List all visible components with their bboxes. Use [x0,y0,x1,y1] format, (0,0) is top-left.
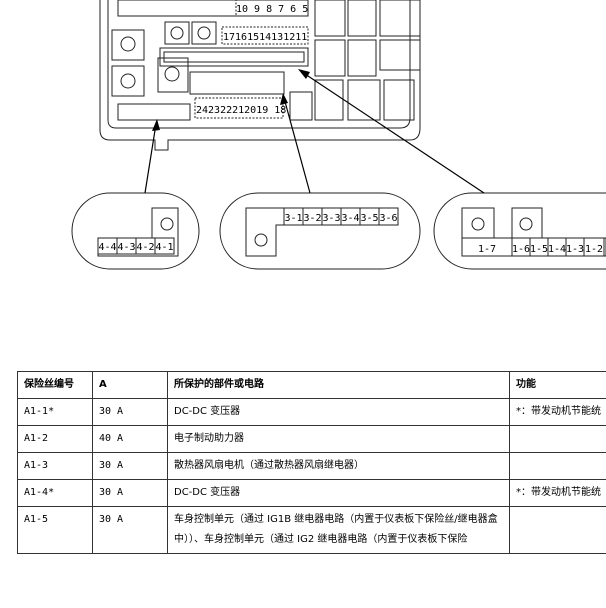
connector-c-hole-1 [471,217,485,231]
left-relay-top-hole [120,36,136,52]
left-relay-bottom-hole [120,73,136,89]
bottom-left-slot [117,103,191,121]
fuse-numbers-mid: 17161514131211 [223,32,307,43]
header-fuse-number: 保险丝编号 [17,371,93,399]
left-lower-relay-hole [164,66,180,82]
cell-amp: 30 A [92,452,168,480]
connector-b-callout [219,192,421,270]
mid-relay-1 [164,21,190,45]
header-function: 功能 [509,371,606,399]
pin-label: 4-4 [98,242,116,253]
connector-a-hole [160,217,174,231]
table-row: A1-2 40 A 电子制动助力器 [17,425,606,453]
mid-relay-2 [191,21,217,45]
arrow-head-c [298,69,310,79]
header-amperage: A [92,371,168,399]
top-number-boxes [194,0,309,119]
cell-part: 散热器风扇电机（通过散热器风扇继电器） [167,452,510,480]
pin-cell [583,237,605,257]
pin-label: 1-5 [530,244,548,255]
cell-amp: 30 A [92,506,168,554]
cell-amp: 40 A [92,425,168,453]
pin-cell [154,237,175,255]
pin-label: 3-1 [284,213,302,224]
left-relay-bottom [111,65,145,97]
pin-cell [378,207,399,226]
cell-func: *：带发动机节能统 [509,398,606,426]
pin-label: 1-3 [566,244,584,255]
pin-label: 4-2 [136,242,154,253]
pin-label: 3-4 [341,213,359,224]
cell-fuse: A1-1* [17,398,93,426]
connector-c-hole-2 [519,217,533,231]
housing-inner-outline [107,0,411,129]
table-row: A1-1* 30 A DC-DC 变压器 *：带发动机节能统 [17,398,606,426]
cell-amp: 30 A [92,479,168,507]
fuse-box-diagram: 10 9 8 7 6 5 17161514131211 242322212019… [71,0,606,270]
connector-a-callout [71,192,200,270]
table-row: A1-5 30 A 车身控制单元（通过 IG1B 继电器电路（内置于仪表板下保险… [17,506,606,554]
lower-fuse-strip [189,71,285,95]
cell-fuse: A1-5 [17,506,93,554]
upper-fuse-inner [163,51,305,63]
connector-b-hole [254,233,268,247]
pin-label: 4-1 [155,242,173,253]
fuse-box-housing [99,0,421,151]
mid-relay-1-hole [170,26,184,40]
table-header-row: 保险丝编号 A 所保护的部件或电路 功能 [17,371,606,399]
fuse-numbers-top: 10 9 8 7 6 5 [236,4,308,15]
arrow-head-a [152,119,160,131]
arrows [144,71,485,194]
top-fuse-block [117,0,309,17]
cell-part: 电子制动助力器 [167,425,510,453]
mid-relay-2-hole [197,26,211,40]
cell-func [509,425,606,453]
cell-fuse: A1-3 [17,452,93,480]
table-row: A1-4* 30 A DC-DC 变压器 *：带发动机节能统 [17,479,606,507]
header-protected-part: 所保护的部件或电路 [167,371,510,399]
fuse-table: 保险丝编号 A 所保护的部件或电路 功能 A1-1* 30 A DC-DC 变压… [17,371,606,554]
fuse-numbers-low: 242322212019 18 [196,105,286,116]
pin-label: 3-5 [360,213,378,224]
cell-part: 车身控制单元（通过 IG1B 继电器电路（内置于仪表板下保险丝/继电器盒中））、… [167,506,510,554]
cell-func [509,506,606,554]
cell-part: DC-DC 变压器 [167,398,510,426]
right-relay-9 [383,79,415,121]
right-relay-1 [314,0,346,37]
pin-label: 1-4 [548,244,566,255]
arrow-head-b [280,93,288,105]
right-relay-4 [314,39,346,77]
cell-amp: 30 A [92,398,168,426]
right-relay-5 [347,39,377,77]
cell-func [509,452,606,480]
table-row: A1-3 30 A 散热器风扇电机（通过散热器风扇继电器） [17,452,606,480]
mid-bottom-block [289,91,313,121]
pin-label: 3-2 [303,213,321,224]
left-relay-top [111,29,145,61]
pin-label: 1-2 [585,244,603,255]
right-relay-3 [379,0,421,37]
cell-func: *：带发动机节能统 [509,479,606,507]
pin-label: 1-7 [478,244,496,255]
right-relay-2 [347,0,377,37]
upper-fuse-strip [159,47,309,67]
cell-part: DC-DC 变压器 [167,479,510,507]
pin-label: 4-3 [117,242,135,253]
pin-label: 3-3 [322,213,340,224]
pin-label: 3-6 [379,213,397,224]
connector-c-callout [433,192,606,270]
right-relay-7 [314,79,344,121]
left-lower-relay [157,57,189,93]
pin-label: 1-6 [512,244,530,255]
cell-fuse: A1-4* [17,479,93,507]
right-relay-8 [347,79,381,121]
right-relay-6 [379,39,421,71]
cell-fuse: A1-2 [17,425,93,453]
